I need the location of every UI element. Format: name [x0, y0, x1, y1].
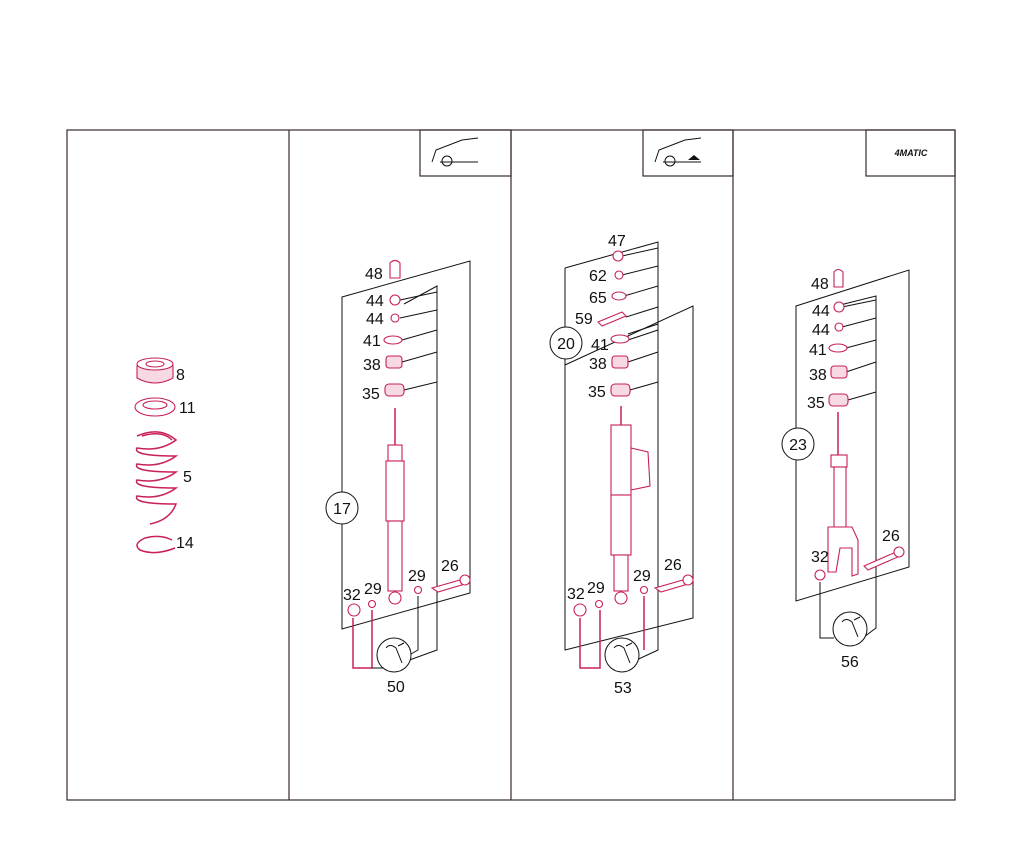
label-48: 48: [365, 266, 383, 283]
label-44-lower: 44: [812, 322, 830, 339]
nut-32: [814, 569, 826, 581]
vehicle-front-icon: [419, 129, 512, 177]
bushing-38: [830, 365, 848, 379]
panel-shock-20: 20 47 62 65 59 41 38 35 32 29 29 26 53: [549, 233, 694, 697]
washer-65: [611, 291, 627, 301]
label-29-right: 29: [633, 568, 651, 585]
nut-62: [614, 270, 624, 280]
label-41: 41: [363, 333, 381, 350]
label-50: 50: [387, 679, 405, 696]
label-23: 23: [789, 437, 807, 454]
label-26: 26: [882, 528, 900, 545]
label-29-right: 29: [408, 568, 426, 585]
label-47: 47: [608, 233, 626, 250]
label-59: 59: [575, 311, 593, 328]
bushing-38: [385, 355, 403, 369]
label-38: 38: [363, 357, 381, 374]
bushing-38: [611, 355, 629, 369]
label-8: 8: [176, 367, 185, 384]
spring-seat-8: [136, 357, 174, 384]
nut-44-upper: [833, 301, 845, 313]
label-44-lower: 44: [366, 311, 384, 328]
spring-retainer-14: [136, 535, 176, 554]
label-44-upper: 44: [812, 303, 830, 320]
label-38: 38: [589, 356, 607, 373]
wrench-glyph: [841, 616, 861, 638]
wrench-glyph: [385, 642, 405, 664]
label-5: 5: [183, 469, 192, 486]
label-35: 35: [362, 386, 380, 403]
plate-59: [597, 311, 627, 327]
wrench-icon: [832, 611, 868, 647]
bump-stop-48: [389, 259, 401, 279]
4matic-badge: 4MATIC: [865, 129, 956, 177]
wrench-glyph: [613, 642, 633, 664]
label-44-upper: 44: [366, 293, 384, 310]
washer-29-left: [367, 599, 377, 609]
label-32: 32: [343, 587, 361, 604]
label-48: 48: [811, 276, 829, 293]
coil-spring-5: [135, 431, 179, 525]
panel-shock-17: 17 48 44 44 41 38 35 32 29 29 26 50: [325, 259, 471, 696]
shock-absorber-20: [610, 406, 651, 605]
washer-29-left: [594, 599, 604, 609]
nut-44-lower: [390, 313, 400, 323]
wrench-icon: [376, 637, 412, 673]
washer-41: [383, 335, 403, 345]
label-41: 41: [809, 342, 827, 359]
label-32: 32: [811, 549, 829, 566]
callout-20: [549, 326, 583, 360]
panel-strut-23: 23 48 44 44 41 38 35 32 26 56: [781, 268, 910, 671]
label-14: 14: [176, 535, 194, 552]
bushing-35: [828, 393, 849, 407]
washer-41: [610, 334, 630, 344]
nut-44-upper: [389, 294, 401, 306]
label-17: 17: [333, 501, 351, 518]
callout-23: [781, 427, 815, 461]
washer-41: [828, 343, 848, 353]
label-62: 62: [589, 268, 607, 285]
label-38: 38: [809, 367, 827, 384]
washer-29-right: [413, 585, 423, 595]
label-11: 11: [179, 400, 196, 417]
wrench-icon: [604, 637, 640, 673]
label-35: 35: [807, 395, 825, 412]
bushing-35: [384, 383, 405, 397]
bushing-35: [610, 383, 631, 397]
bump-stop-48: [833, 268, 844, 288]
label-41: 41: [591, 337, 609, 354]
4matic-badge-text: 4MATIC: [894, 148, 928, 158]
label-65: 65: [589, 290, 607, 307]
label-53: 53: [614, 680, 632, 697]
label-20: 20: [557, 336, 575, 353]
label-32: 32: [567, 586, 585, 603]
label-29-left: 29: [587, 580, 605, 597]
label-56: 56: [841, 654, 859, 671]
shock-absorber-17: [385, 408, 405, 605]
nut-32: [573, 603, 587, 617]
callout-17: [325, 491, 359, 525]
label-29-left: 29: [364, 581, 382, 598]
washer-29-right: [639, 585, 649, 595]
label-35: 35: [588, 384, 606, 401]
nut-44-lower: [834, 322, 844, 332]
label-26: 26: [664, 557, 682, 574]
spring-pad-11: [134, 397, 176, 417]
label-26: 26: [441, 558, 459, 575]
vehicle-lowered-icon: [642, 129, 734, 177]
nut-32: [347, 603, 361, 617]
strut-23: [827, 412, 859, 577]
nut-47: [612, 250, 624, 262]
panel-spring: 8 11 5 14: [134, 357, 196, 554]
